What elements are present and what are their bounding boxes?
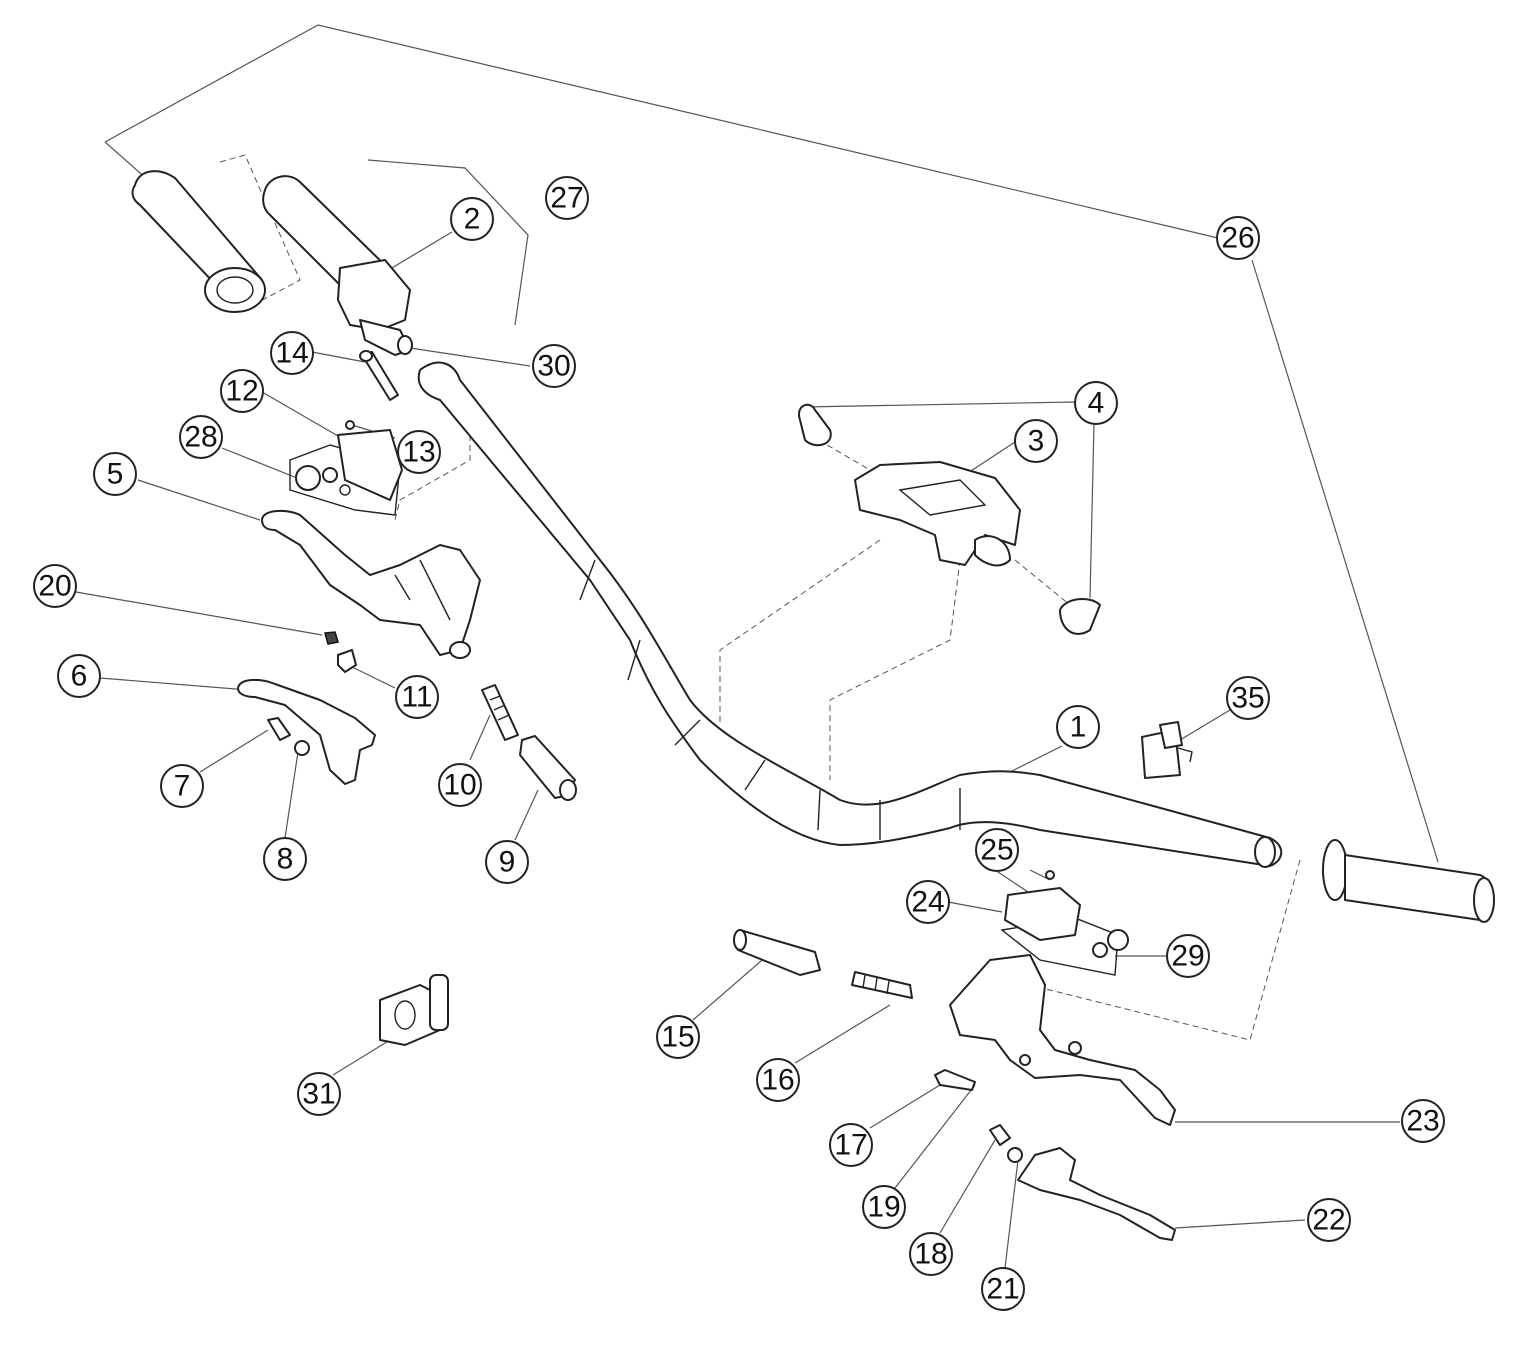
cable-tie-bottom (1059, 598, 1101, 635)
callout-25: 25 (975, 828, 1019, 872)
svg-text:8: 8 (277, 843, 294, 876)
switch-31 (379, 974, 449, 1046)
svg-text:2: 2 (464, 203, 481, 236)
callout-23: 23 (1401, 1099, 1445, 1143)
throttle-grip (262, 175, 413, 356)
svg-text:23: 23 (1406, 1105, 1439, 1138)
svg-text:22: 22 (1312, 1204, 1345, 1237)
callout-3: 3 (1014, 419, 1058, 463)
svg-text:17: 17 (834, 1129, 867, 1162)
callout-7: 7 (160, 764, 204, 808)
callout-1: 1 (1056, 705, 1100, 749)
callout-29: 29 (1166, 934, 1210, 978)
svg-text:20: 20 (38, 570, 71, 603)
callout-16: 16 (756, 1058, 800, 1102)
bolt-17 (934, 1069, 976, 1091)
callout-18: 18 (909, 1232, 953, 1276)
svg-text:21: 21 (986, 1273, 1019, 1306)
callout-5: 5 (93, 452, 137, 496)
svg-text:12: 12 (225, 375, 258, 408)
callout-30: 30 (532, 344, 576, 388)
reservoir-cap-left (289, 420, 403, 516)
callout-17: 17 (829, 1123, 873, 1167)
cable-tie-top (798, 403, 832, 447)
svg-text:28: 28 (184, 421, 217, 454)
svg-text:26: 26 (1221, 222, 1254, 255)
svg-text:16: 16 (761, 1064, 794, 1097)
callout-20: 20 (33, 564, 77, 608)
svg-text:7: 7 (174, 770, 191, 803)
lever-22 (989, 1124, 1176, 1241)
svg-text:9: 9 (499, 846, 516, 879)
callout-26: 26 (1216, 216, 1260, 260)
svg-text:6: 6 (71, 660, 88, 693)
svg-text:24: 24 (911, 886, 944, 919)
plunger-16 (851, 971, 913, 999)
brake-master-cylinder (949, 954, 1176, 1126)
right-grip (1322, 839, 1495, 923)
callout-24: 24 (906, 880, 950, 924)
svg-text:13: 13 (402, 436, 435, 469)
svg-text:11: 11 (401, 681, 432, 714)
callout-8: 8 (263, 837, 307, 881)
callout-27: 27 (545, 176, 589, 220)
svg-text:4: 4 (1088, 387, 1105, 420)
svg-text:3: 3 (1028, 425, 1045, 458)
svg-text:35: 35 (1231, 682, 1264, 715)
svg-text:25: 25 (980, 834, 1013, 867)
svg-text:10: 10 (443, 769, 476, 802)
callout-11: 11 (395, 675, 439, 719)
screw-14 (359, 350, 399, 401)
plunger-10 (481, 684, 519, 741)
svg-text:29: 29 (1171, 940, 1204, 973)
lever-6 (237, 678, 376, 785)
callout-10: 10 (438, 763, 482, 807)
nut-and-bolt-left (324, 631, 357, 673)
boot-15 (733, 929, 821, 976)
callout-14: 14 (270, 331, 314, 375)
reservoir-cap-right (1000, 870, 1129, 976)
callout-35: 35 (1226, 676, 1270, 720)
svg-text:15: 15 (661, 1021, 694, 1054)
callout-19: 19 (862, 1185, 906, 1229)
callout-22: 22 (1307, 1198, 1351, 1242)
callout-15: 15 (656, 1015, 700, 1059)
callout-31: 31 (297, 1072, 341, 1116)
callout-12: 12 (220, 369, 264, 413)
callout-9: 9 (485, 840, 529, 884)
svg-text:18: 18 (914, 1238, 947, 1271)
callout-4: 4 (1074, 381, 1118, 425)
switch-35 (1141, 721, 1193, 779)
boot-9 (519, 735, 577, 801)
svg-text:19: 19 (867, 1191, 900, 1224)
leader-lines (75, 24, 1439, 1269)
svg-text:30: 30 (537, 350, 570, 383)
svg-text:5: 5 (107, 458, 124, 491)
callout-13: 13 (397, 430, 441, 474)
svg-text:31: 31 (302, 1078, 335, 1111)
callout-6: 6 (57, 654, 101, 698)
callout-21: 21 (981, 1267, 1025, 1311)
svg-text:1: 1 (1070, 711, 1087, 744)
handlebar-clamp (854, 461, 1021, 567)
handlebar (417, 361, 1283, 868)
callout-28: 28 (179, 415, 223, 459)
left-grip (131, 170, 266, 313)
svg-text:14: 14 (275, 337, 308, 370)
callout-2: 2 (450, 197, 494, 241)
svg-text:27: 27 (550, 182, 583, 215)
clutch-lever-assembly (261, 509, 481, 659)
